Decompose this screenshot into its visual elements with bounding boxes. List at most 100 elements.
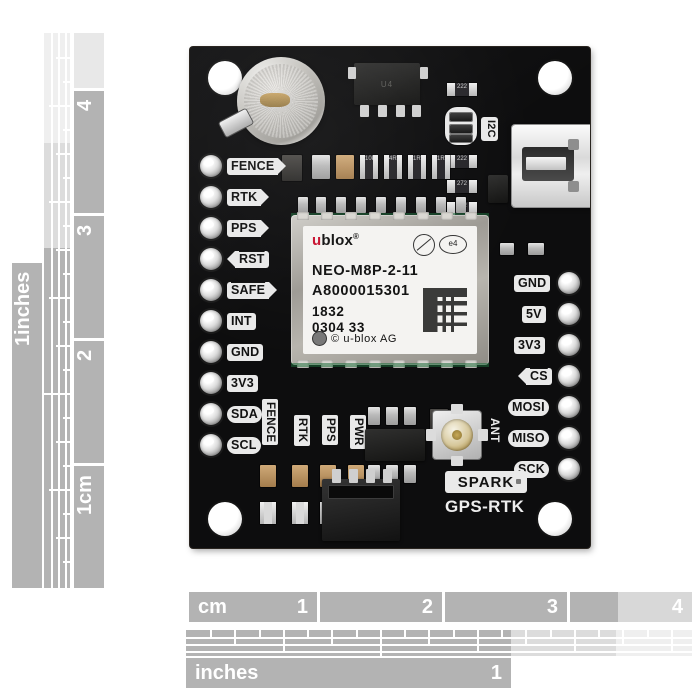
logo-dot-icon bbox=[516, 479, 521, 484]
ruler-tick-band bbox=[186, 630, 692, 656]
ruler-inch-unit: inches bbox=[195, 662, 259, 684]
pin-pad-rtk[interactable] bbox=[200, 186, 222, 208]
ic-u4-pin bbox=[378, 105, 387, 117]
tick bbox=[56, 249, 70, 251]
tick bbox=[44, 393, 70, 395]
tick bbox=[550, 630, 552, 637]
tick bbox=[56, 345, 70, 347]
ufl-antenna-connector[interactable] bbox=[426, 404, 488, 466]
pin-pad-5v[interactable] bbox=[558, 303, 580, 325]
ublox-neo-m8p-module: ublox® e4 NEO-M8P-2-11 A8000015301 1832 … bbox=[291, 212, 489, 368]
jst-connector[interactable] bbox=[322, 479, 400, 541]
resistor: 222 bbox=[447, 83, 478, 96]
ruler-cm-mark-4: 4 bbox=[671, 596, 683, 618]
tick-vline bbox=[65, 33, 67, 588]
pin-pad-3v3[interactable] bbox=[200, 372, 222, 394]
silk-label-rtk-vertical: RTK bbox=[294, 415, 310, 446]
ruler-cm-mark-2: 2 bbox=[421, 596, 433, 618]
ruler-left-cm-mark-3: 3 bbox=[74, 225, 96, 237]
ic-u4-pin bbox=[360, 105, 369, 117]
ruler-left-cm-unit: cm bbox=[74, 475, 96, 504]
left-ruler: 4 3 2 cm 1 bbox=[0, 0, 120, 700]
ruler-inch-mark-1: 1 bbox=[490, 662, 502, 684]
pad bbox=[376, 197, 386, 213]
pin-pad-int[interactable] bbox=[200, 310, 222, 332]
pin-pad-gnd-right[interactable] bbox=[558, 272, 580, 294]
ruler-left-cm-segment-4: 4 bbox=[74, 91, 104, 213]
ufl-center-pin bbox=[452, 430, 462, 440]
pin-label-rst: RST bbox=[227, 251, 269, 268]
tick bbox=[647, 630, 649, 637]
pin-label-gnd: GND bbox=[227, 344, 264, 361]
connector-pin bbox=[366, 469, 375, 483]
silk-label-fence-vertical: FENCE bbox=[262, 399, 278, 446]
tick bbox=[63, 81, 70, 83]
usb-clip bbox=[568, 181, 579, 192]
pin-pad-sck[interactable] bbox=[558, 458, 580, 480]
ufl-leg bbox=[451, 456, 463, 466]
ruler-inch-segment-1: inches 1 bbox=[186, 658, 511, 688]
mounting-hole-bottom-right bbox=[538, 502, 572, 536]
pin-label-rtk: RTK bbox=[227, 189, 270, 206]
tick bbox=[49, 201, 70, 203]
pin-pad-gnd[interactable] bbox=[200, 341, 222, 363]
capacitor bbox=[500, 243, 514, 255]
ruler-left-cm-segment-3: 3 bbox=[74, 216, 104, 338]
tick bbox=[234, 630, 236, 644]
pin-label-fence: FENCE bbox=[227, 158, 287, 175]
pin-pad-fence[interactable] bbox=[200, 155, 222, 177]
pin-pad-safe[interactable] bbox=[200, 279, 222, 301]
ic-u4-pin bbox=[420, 67, 428, 79]
pin-pad-pps[interactable] bbox=[200, 217, 222, 239]
tick bbox=[210, 630, 212, 637]
tick bbox=[331, 630, 333, 644]
mounting-hole-bottom-left bbox=[208, 502, 242, 536]
ruler-left-cm-segment-2: 2 bbox=[74, 341, 104, 463]
pad bbox=[436, 197, 446, 213]
datamatrix-code bbox=[423, 288, 467, 332]
pad bbox=[368, 407, 380, 425]
module-lot-code: 0304 33 bbox=[312, 320, 365, 335]
led bbox=[528, 243, 544, 255]
pin-pad-scl[interactable] bbox=[200, 434, 222, 456]
capacitor bbox=[336, 155, 354, 179]
module-castellation bbox=[345, 212, 357, 220]
silk-label-ant-vertical: ANT bbox=[488, 418, 500, 443]
ruler-left-cm-mark-1: 1 bbox=[74, 503, 96, 516]
pad bbox=[386, 407, 398, 425]
pin-pad-rst[interactable] bbox=[200, 248, 222, 270]
pin-pad-miso[interactable] bbox=[558, 427, 580, 449]
tick bbox=[56, 153, 70, 155]
tick bbox=[63, 561, 70, 563]
module-castellation bbox=[441, 212, 453, 220]
ruler-left-inch-mark-1: 1 bbox=[12, 335, 34, 347]
i2c-jumper-label: I2C bbox=[481, 117, 498, 141]
tick bbox=[56, 441, 70, 443]
sparkfun-logo-text: SPARK bbox=[457, 473, 515, 491]
tick bbox=[356, 630, 358, 637]
mounting-hole-top-right bbox=[538, 61, 572, 95]
pcb-green-edge bbox=[291, 363, 489, 367]
connector-slot bbox=[328, 485, 394, 499]
ruler-left-inch-unit: inches bbox=[12, 272, 34, 336]
pin-label-sda: SDA bbox=[227, 406, 262, 423]
tick bbox=[307, 630, 309, 637]
pad bbox=[298, 197, 308, 213]
tick bbox=[49, 105, 70, 107]
micro-usb-connector[interactable] bbox=[512, 125, 590, 207]
module-copyright: © u-blox AG bbox=[331, 333, 398, 345]
tick bbox=[283, 630, 285, 651]
tick bbox=[63, 225, 70, 227]
pin-pad-mosi[interactable] bbox=[558, 396, 580, 418]
pad bbox=[356, 197, 366, 213]
pin1-marker-icon bbox=[312, 331, 327, 346]
led-rtk bbox=[292, 465, 308, 487]
e4-mark-text: e4 bbox=[448, 239, 458, 248]
resistor-mark: 222 bbox=[455, 83, 469, 96]
pin-pad-3v3-right[interactable] bbox=[558, 334, 580, 356]
pin-pad-cs[interactable] bbox=[558, 365, 580, 387]
module-label: ublox® e4 NEO-M8P-2-11 A8000015301 1832 … bbox=[303, 226, 477, 354]
resistor: 4R7 bbox=[384, 155, 403, 179]
pin-pad-sda[interactable] bbox=[200, 403, 222, 425]
resistor: 10P bbox=[360, 155, 379, 179]
